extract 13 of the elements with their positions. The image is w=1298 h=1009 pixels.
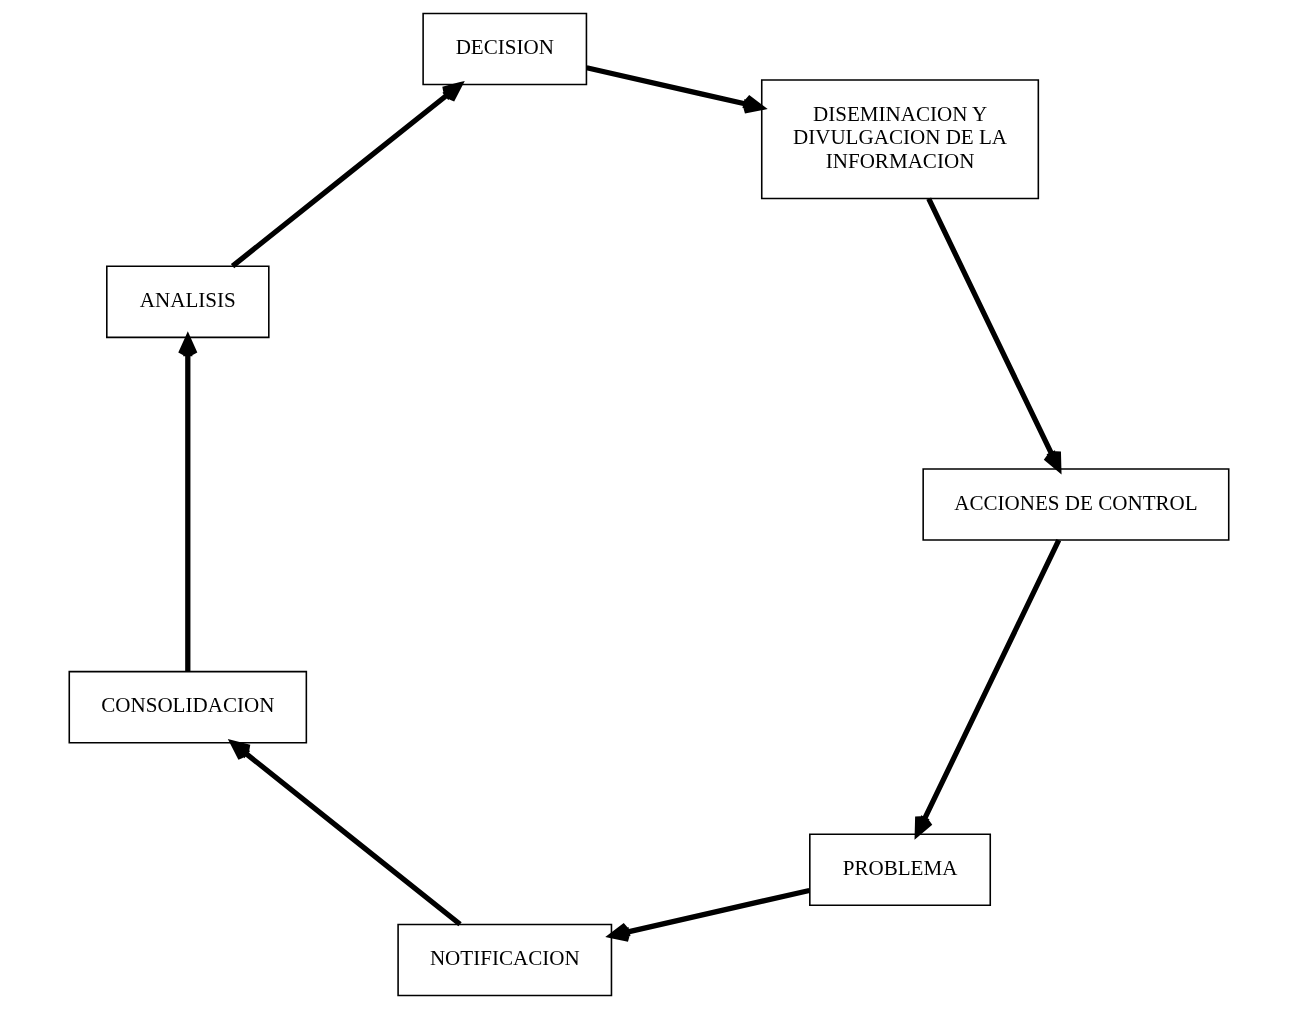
node-box: DISEMINACION Y DIVULGACION DE LA INFORMACION xyxy=(760,79,1040,200)
arrow xyxy=(230,82,463,269)
node-box: ACCIONES DE CONTROL xyxy=(922,468,1230,541)
node-box: ANALISIS xyxy=(106,265,270,339)
arrow xyxy=(230,740,462,927)
arrow xyxy=(914,539,1062,837)
node-box: CONSOLIDACION xyxy=(68,670,308,744)
node-box: DECISION xyxy=(422,12,588,86)
node-box: NOTIFICACION xyxy=(397,923,613,997)
arrow xyxy=(608,887,810,942)
arrow xyxy=(926,197,1062,472)
arrow xyxy=(586,65,765,114)
node-box: PROBLEMA xyxy=(809,833,992,907)
